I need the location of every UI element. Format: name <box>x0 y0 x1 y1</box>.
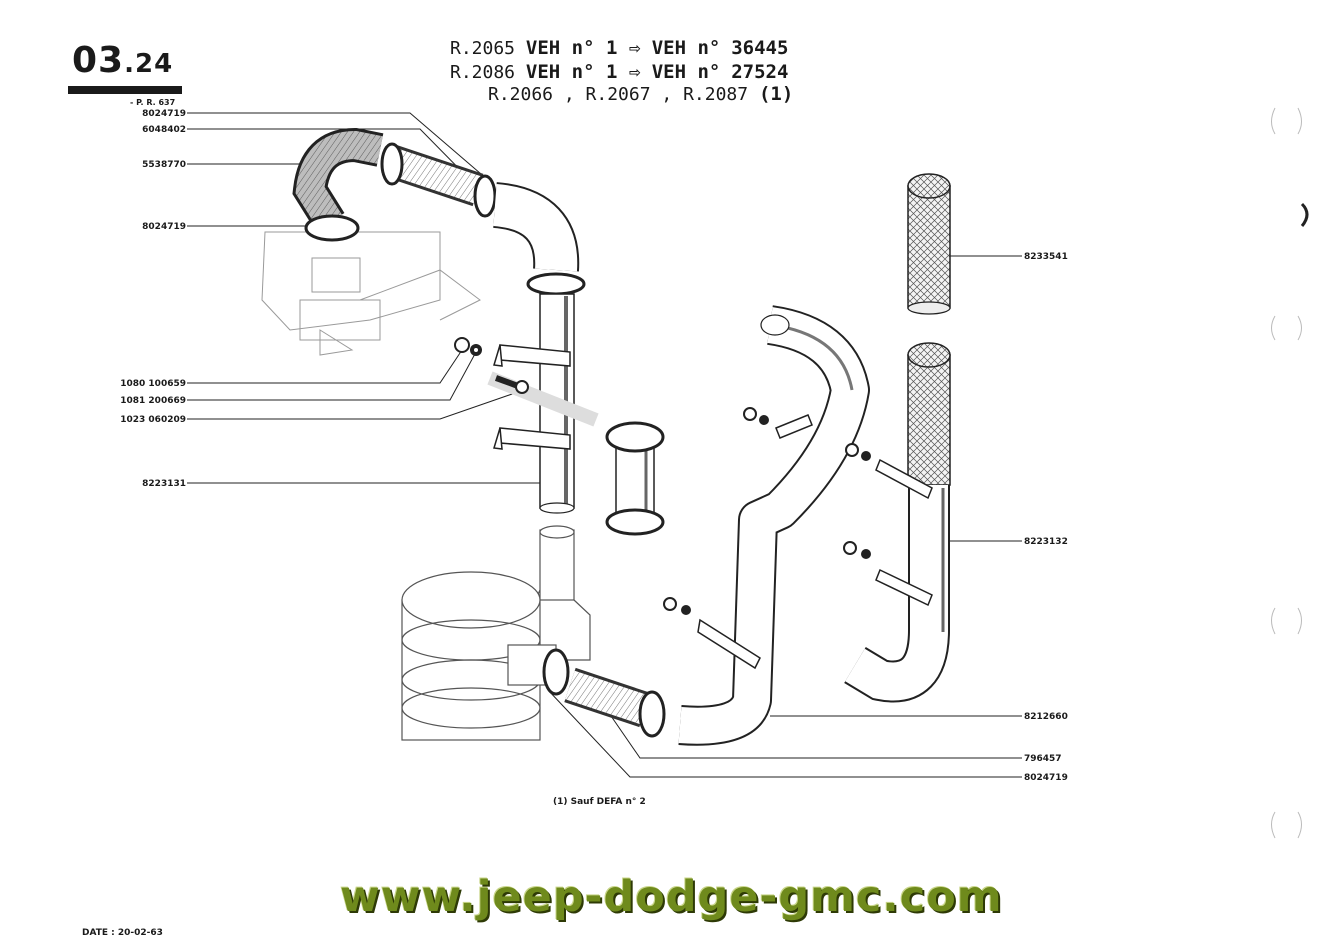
label-8223131: 8223131 <box>142 479 186 489</box>
label-5538770: 5538770 <box>142 160 186 170</box>
date-stamp: DATE : 20-02-63 <box>82 928 163 938</box>
label-1023-060209: 1023 060209 <box>120 415 186 425</box>
label-8024719-bottom: 8024719 <box>1024 773 1068 783</box>
header-range-2: VEH n° 1 ⇨ VEH n° <box>525 61 721 83</box>
hose-clamp-upper-1 <box>380 142 404 186</box>
page-number: 03.24 <box>72 40 174 81</box>
label-1080-100659: 1080 100659 <box>120 379 186 389</box>
nut-icon <box>454 337 470 353</box>
header-note-ref: (1) <box>758 83 794 105</box>
label-8024719-top: 8024719 <box>142 109 186 119</box>
long-pipe-brackets <box>697 414 813 670</box>
hose-clamp-lower-2 <box>638 690 666 738</box>
header-range-1: VEH n° 1 ⇨ VEH n° <box>525 37 721 59</box>
header-model-2: R.2086 <box>450 62 516 83</box>
label-8212660: 8212660 <box>1024 712 1068 722</box>
binder-hole-marks <box>1271 107 1309 839</box>
header-line-1: R.2065 VEH n° 1 ⇨ VEH n° 36445 <box>450 37 788 59</box>
air-filter-housing <box>401 525 591 741</box>
label-796457: 796457 <box>1024 754 1062 764</box>
page-number-rule <box>68 86 182 94</box>
header-line-3: R.2066 , R.2067 , R.2087 (1) <box>488 83 793 105</box>
label-1081-200669: 1081 200669 <box>120 396 186 406</box>
header-vehicle-num-2: 27524 <box>731 61 789 83</box>
label-8233541: 8233541 <box>1024 252 1068 262</box>
carburettor-outline <box>261 231 481 356</box>
hose-clamp-lower-1 <box>542 648 570 696</box>
right-intake-pipe <box>844 342 951 703</box>
mesh-filter-element <box>907 173 951 315</box>
bolt-icon <box>494 375 520 389</box>
hose-clamp-carburettor <box>304 214 360 242</box>
header-vehicle-num-1: 36445 <box>731 37 789 59</box>
hose-clamp-upper-2 <box>473 174 497 218</box>
right-pipe-brackets <box>875 458 933 607</box>
connector-sleeve <box>605 421 665 536</box>
website-watermark: www.jeep-dodge-gmc.com <box>340 872 1003 922</box>
hose-clamp-mid <box>526 272 586 296</box>
footnote: (1) Sauf DEFA n° 2 <box>553 797 646 807</box>
page-reference: - P. R. 637 <box>130 98 176 107</box>
label-8223132: 8223132 <box>1024 537 1068 547</box>
header-model-1: R.2065 <box>450 38 516 59</box>
label-8024719-clamp: 8024719 <box>142 222 186 232</box>
label-6048402: 6048402 <box>142 125 186 135</box>
header-models-3: R.2066 , R.2067 , R.2087 <box>488 84 749 105</box>
header-line-2: R.2086 VEH n° 1 ⇨ VEH n° 27524 <box>450 61 788 83</box>
pipe-brackets <box>487 344 599 450</box>
